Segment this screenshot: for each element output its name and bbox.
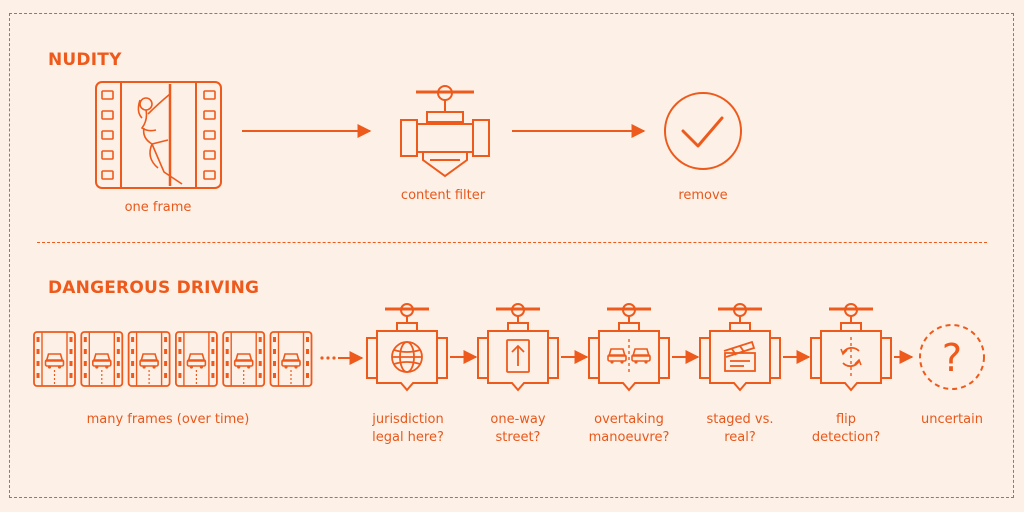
small-film-frame-icon (33, 331, 76, 387)
filter-valve-3 (588, 303, 670, 392)
small-film-frame-icon (222, 331, 266, 387)
filter-valve-1 (366, 303, 448, 392)
remove-label: remove (678, 188, 728, 203)
flip-rotate-icon (840, 337, 862, 377)
up-arrow-sign-icon (506, 339, 530, 373)
valve-filter-icon (400, 85, 490, 178)
outer-dashed-border (9, 13, 1014, 498)
filter-valve-2 (477, 303, 559, 392)
filter-valve-4 (699, 303, 781, 392)
many-frames-label: many frames (over time) (86, 412, 250, 427)
filter-label-staged: staged vs.real? (706, 412, 774, 445)
checkmark-circle-icon (664, 92, 742, 170)
uncertain-circle-icon: ? (919, 324, 985, 390)
filters-row (366, 303, 914, 392)
one-frame-label: one frame (124, 200, 192, 215)
globe-icon (391, 341, 423, 373)
clapperboard-icon (723, 340, 756, 372)
dangerous-driving-heading: DANGEROUS DRIVING (48, 278, 260, 298)
nudity-heading: NUDITY (48, 50, 122, 70)
pole-dancer-figure (137, 93, 183, 185)
filter-valve-5 (810, 303, 892, 392)
question-mark-glyph: ? (942, 336, 962, 380)
frames-strip (33, 331, 313, 387)
ellipsis-dots (320, 356, 336, 360)
section-divider (37, 242, 987, 243)
small-film-frame-icon (80, 331, 124, 387)
uncertain-label: uncertain (921, 412, 983, 427)
small-film-frame-icon (269, 331, 313, 387)
small-film-frame-icon (127, 331, 171, 387)
content-filter-label: content filter (400, 188, 486, 203)
film-frame-icon (95, 81, 222, 189)
two-cars-icon (607, 339, 651, 375)
small-film-frame-icon (174, 331, 218, 387)
